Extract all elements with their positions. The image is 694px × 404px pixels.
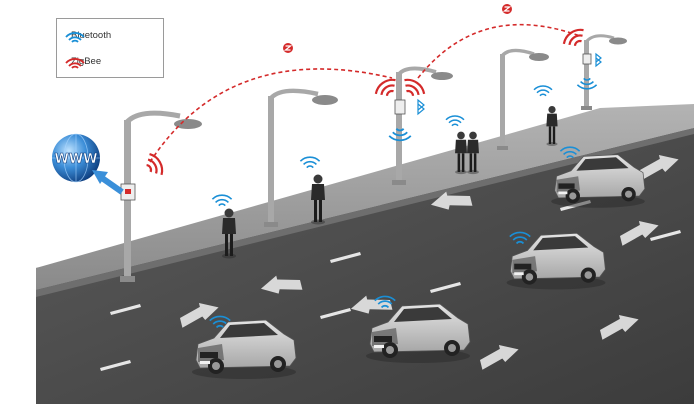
street-lamp-5 [581,34,627,110]
zigbee-links [149,23,581,163]
legend-item-zigbee: ZigBee [65,52,101,70]
legend-item-bluetooth: Bluetooth [65,26,111,44]
zigbee-link-markers [283,4,512,53]
legend: Bluetooth ZigBee [56,18,164,78]
street-lamp-3 [392,66,453,185]
road-surface [36,128,694,404]
globe-label: WWW [54,152,97,167]
bluetooth-symbols [417,52,602,116]
zigbee-waves-icon [65,58,85,69]
uplink-arrow [92,170,124,195]
legend-label-zigbee: ZigBee [71,55,102,67]
zigbee-wave-lamp-1 [141,150,167,180]
legend-label-bluetooth: Bluetooth [71,29,112,41]
street-lamp-2 [264,88,338,227]
bluetooth-waves-icon [65,32,85,43]
globe-icon [52,133,100,183]
curb [36,128,694,297]
street-lamp-4 [497,48,549,150]
sidewalk [36,104,694,290]
